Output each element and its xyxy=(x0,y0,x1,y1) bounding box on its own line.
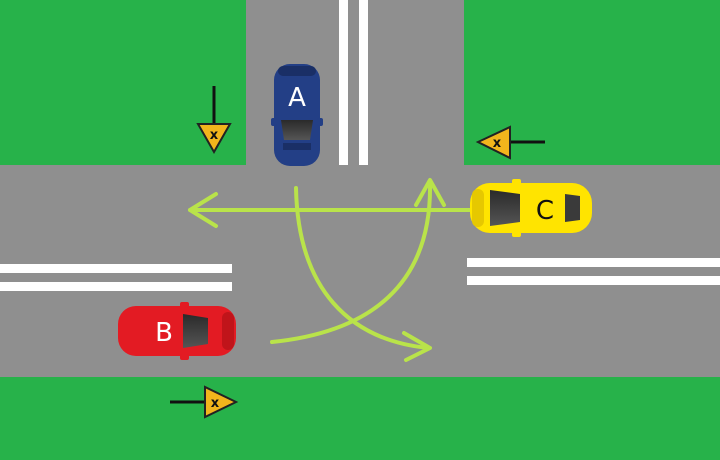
lane-marking-east-2 xyxy=(467,276,720,285)
car-c: C xyxy=(470,179,592,237)
sign-north-approach: x xyxy=(196,86,232,155)
lane-marking-west-1 xyxy=(0,264,232,273)
path-car-a-arrowhead xyxy=(402,331,432,362)
lane-marking-north-2 xyxy=(359,0,368,165)
lane-marking-west-2 xyxy=(0,282,232,291)
car-b: B xyxy=(118,302,236,360)
sign-south-approach: x xyxy=(170,385,239,419)
lane-marking-east-1 xyxy=(467,258,720,267)
sign-south-symbol: x xyxy=(211,396,220,411)
lane-marking-north-1 xyxy=(339,0,348,165)
path-car-a-straight-then-turn xyxy=(294,186,430,350)
car-c-label: C xyxy=(536,196,554,226)
movement-arrows xyxy=(188,178,474,362)
sign-north-symbol: x xyxy=(210,128,219,143)
car-a-label: A xyxy=(288,83,306,113)
sign-east-approach: x xyxy=(475,125,545,160)
car-a: A xyxy=(271,64,323,166)
path-car-b-arrowhead xyxy=(414,178,446,207)
path-car-c-arrowhead xyxy=(188,192,218,228)
car-b-label: B xyxy=(155,318,173,348)
path-car-b xyxy=(270,181,433,344)
sign-east-symbol: x xyxy=(493,136,502,151)
lane-markings xyxy=(0,0,720,291)
